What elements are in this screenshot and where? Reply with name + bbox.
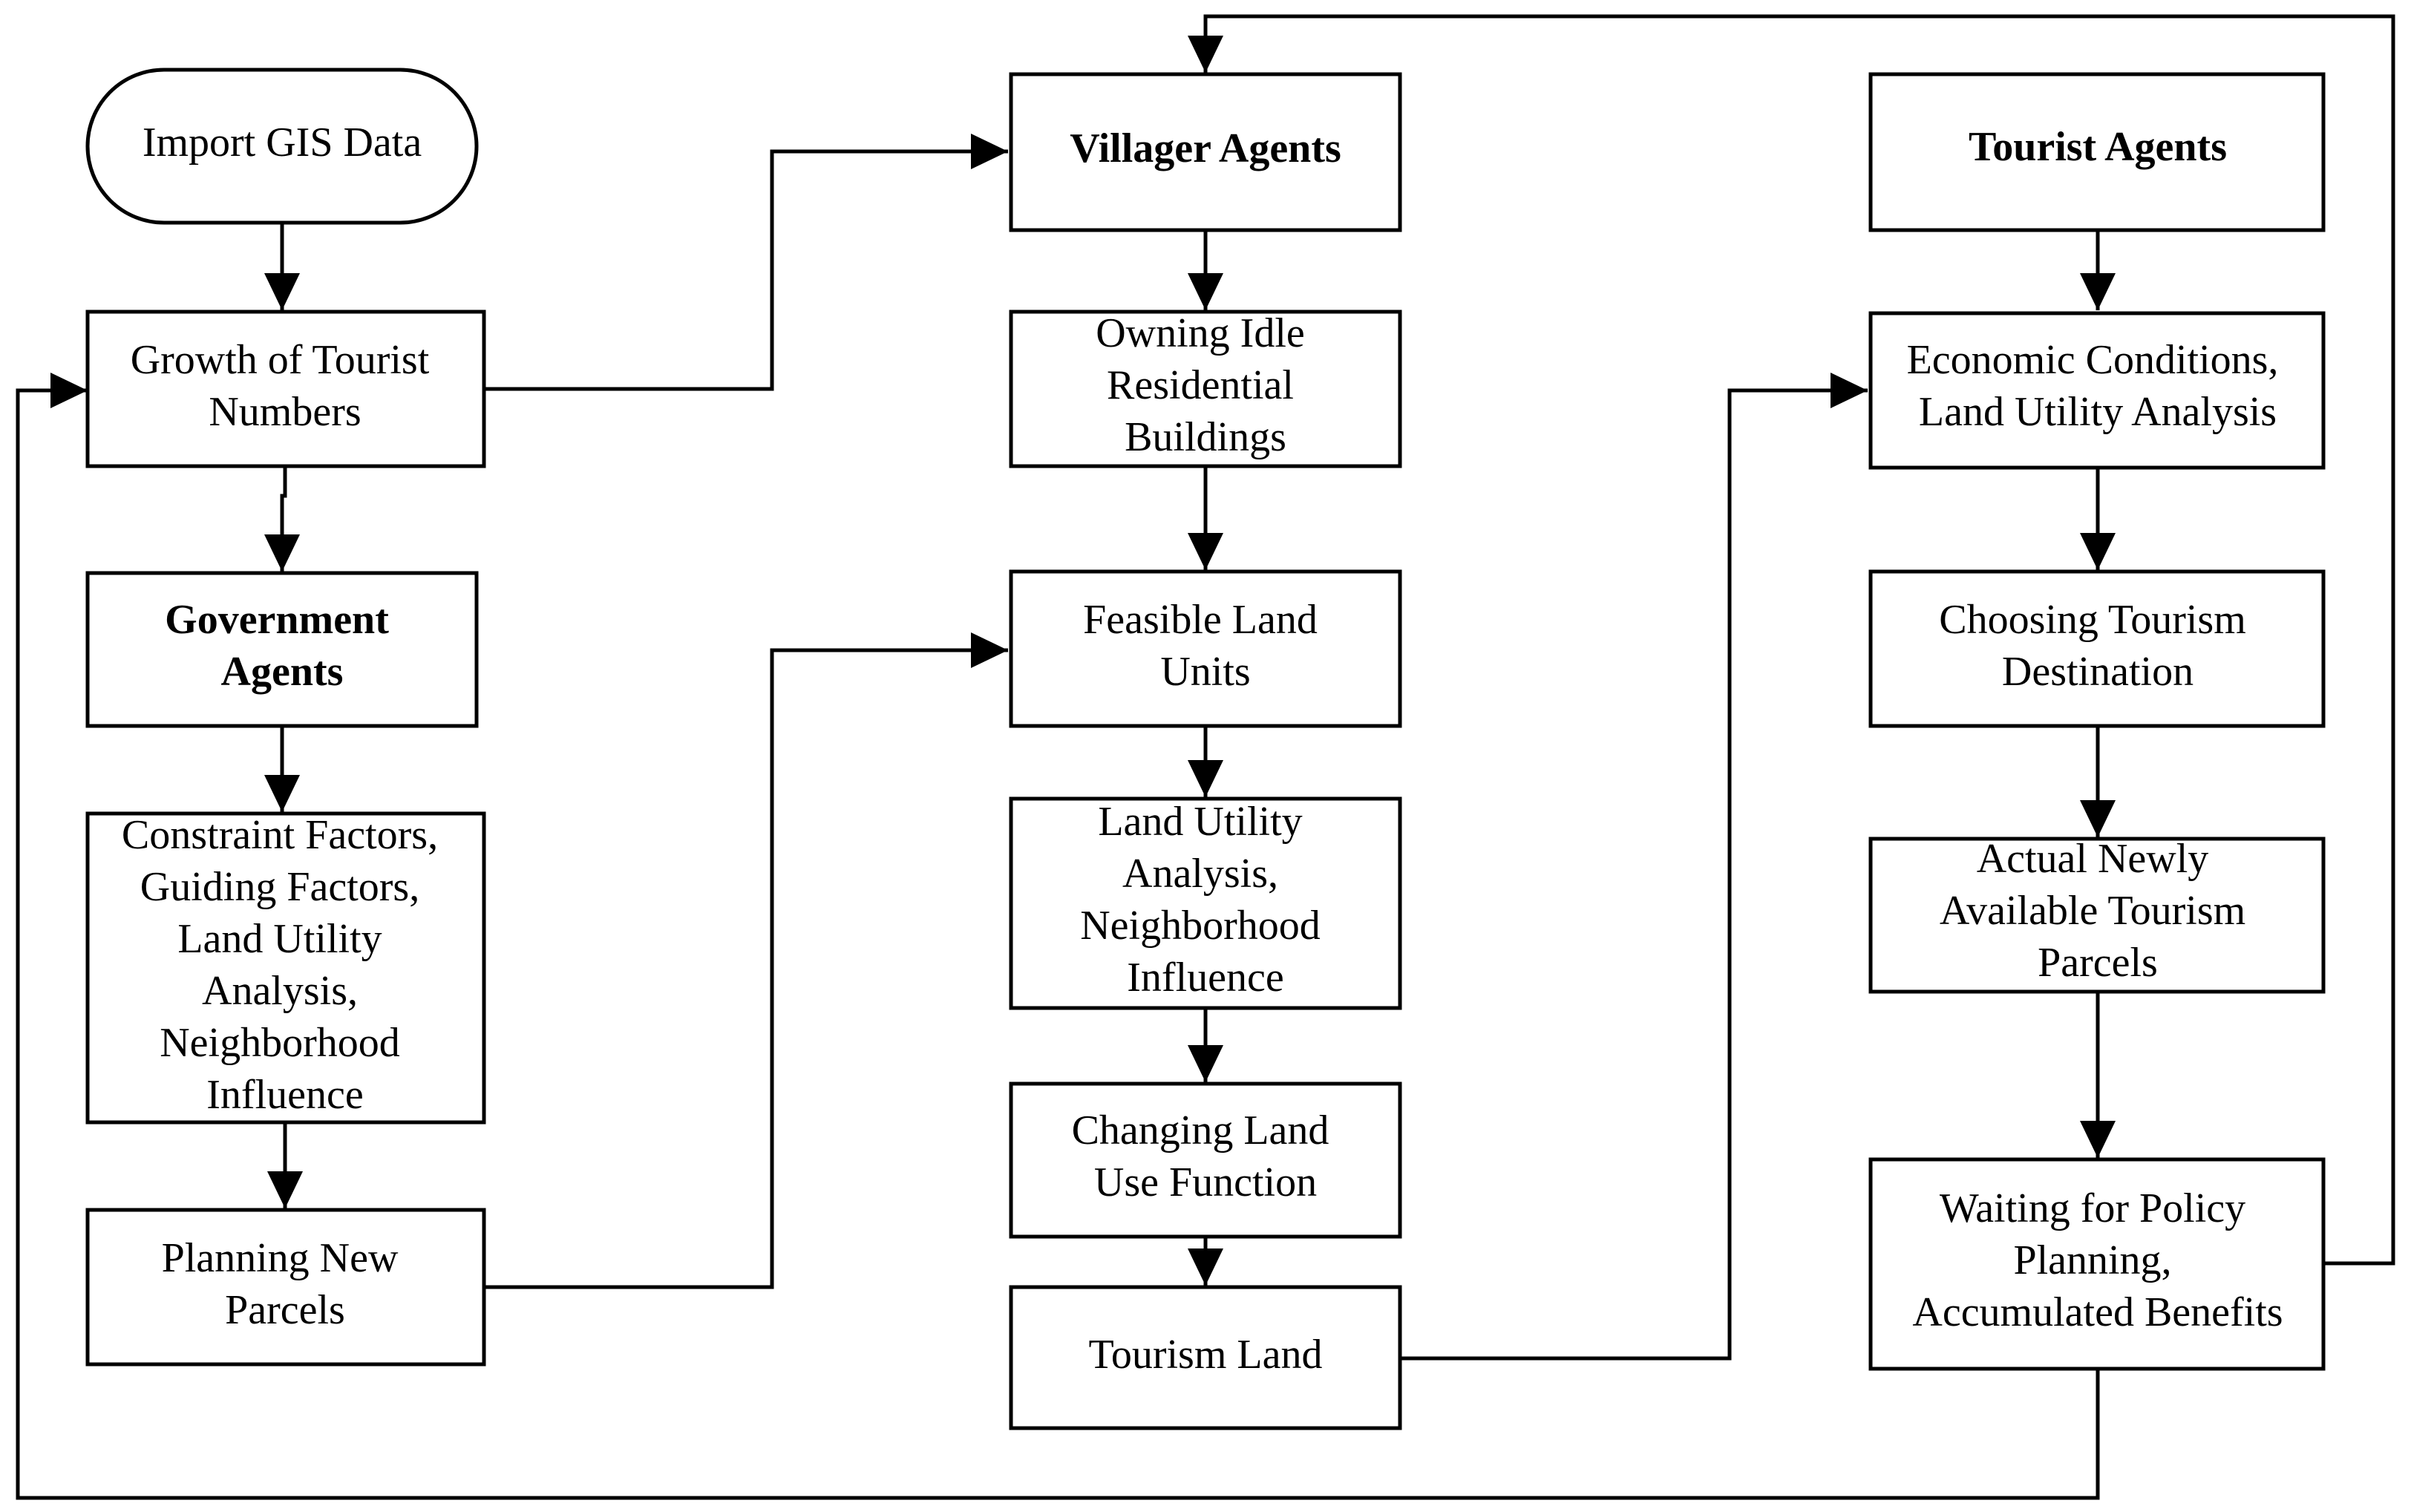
actual-parcels-box: Actual Newly Available Tourism Parcels bbox=[1868, 836, 2326, 994]
growth-of-tourists-box: Growth of Tourist Numbers bbox=[85, 310, 486, 468]
import-gis-label: Import GIS Data bbox=[143, 120, 422, 166]
villager-utility-box: Land Utility Analysis, Neighborhood Infl… bbox=[1009, 796, 1402, 1010]
edge-growth-to-villager bbox=[484, 134, 1008, 391]
edge-waiting-to-growth bbox=[16, 373, 2100, 1500]
government-agents-box: Government Agents bbox=[85, 571, 479, 728]
government-agents-label: Government Agents bbox=[165, 597, 399, 695]
villager-agents-box: Villager Agents bbox=[1009, 72, 1402, 232]
edge-waiting-to-villager bbox=[1188, 14, 2395, 1266]
actual-parcels-label: Actual Newly Available Tourism Parcels bbox=[1940, 836, 2256, 986]
changing-land-label: Changing Land Use Function bbox=[1072, 1107, 1340, 1205]
waiting-policy-label: Waiting for Policy Planning, Accumulated… bbox=[1912, 1185, 2283, 1335]
villager-agents-label: Villager Agents bbox=[1070, 125, 1341, 171]
government-factors-box: Constraint Factors, Guiding Factors, Lan… bbox=[85, 811, 486, 1125]
planning-parcels-box: Planning New Parcels bbox=[85, 1208, 486, 1367]
government-factors-label: Constraint Factors, Guiding Factors, Lan… bbox=[122, 812, 448, 1118]
edge-planning-to-feasible bbox=[484, 632, 1008, 1289]
feasible-land-label: Feasible Land Units bbox=[1083, 597, 1328, 695]
feasible-land-box: Feasible Land Units bbox=[1009, 569, 1402, 728]
economic-conditions-label: Economic Conditions, Land Utility Analys… bbox=[1907, 337, 2289, 435]
nodes-layer: Import GIS Data Growth of Tourist Number… bbox=[85, 68, 2326, 1430]
planning-parcels-label: Planning New Parcels bbox=[162, 1235, 409, 1333]
choosing-destination-box: Choosing Tourism Destination bbox=[1868, 569, 2326, 728]
tourist-agents-label: Tourist Agents bbox=[1969, 124, 2227, 170]
tourism-land-label: Tourism Land bbox=[1089, 1332, 1323, 1378]
owning-idle-box: Owning Idle Residential Buildings bbox=[1009, 310, 1402, 468]
villager-utility-label: Land Utility Analysis, Neighborhood Infl… bbox=[1080, 799, 1331, 1001]
tourism-land-box: Tourism Land bbox=[1009, 1285, 1402, 1430]
economic-conditions-box: Economic Conditions, Land Utility Analys… bbox=[1868, 311, 2326, 470]
import-gis-terminal: Import GIS Data bbox=[85, 68, 479, 225]
growth-of-tourists-label: Growth of Tourist Numbers bbox=[131, 337, 440, 435]
changing-land-box: Changing Land Use Function bbox=[1009, 1081, 1402, 1239]
waiting-policy-box: Waiting for Policy Planning, Accumulated… bbox=[1868, 1157, 2326, 1371]
edge-growth-to-government bbox=[264, 466, 300, 572]
tourist-agents-box: Tourist Agents bbox=[1868, 72, 2326, 232]
choosing-destination-label: Choosing Tourism Destination bbox=[1939, 597, 2257, 695]
edges-layer bbox=[16, 14, 2395, 1500]
owning-idle-label: Owning Idle Residential Buildings bbox=[1096, 310, 1315, 460]
edge-tourism-land-to-economic bbox=[1400, 373, 1868, 1361]
